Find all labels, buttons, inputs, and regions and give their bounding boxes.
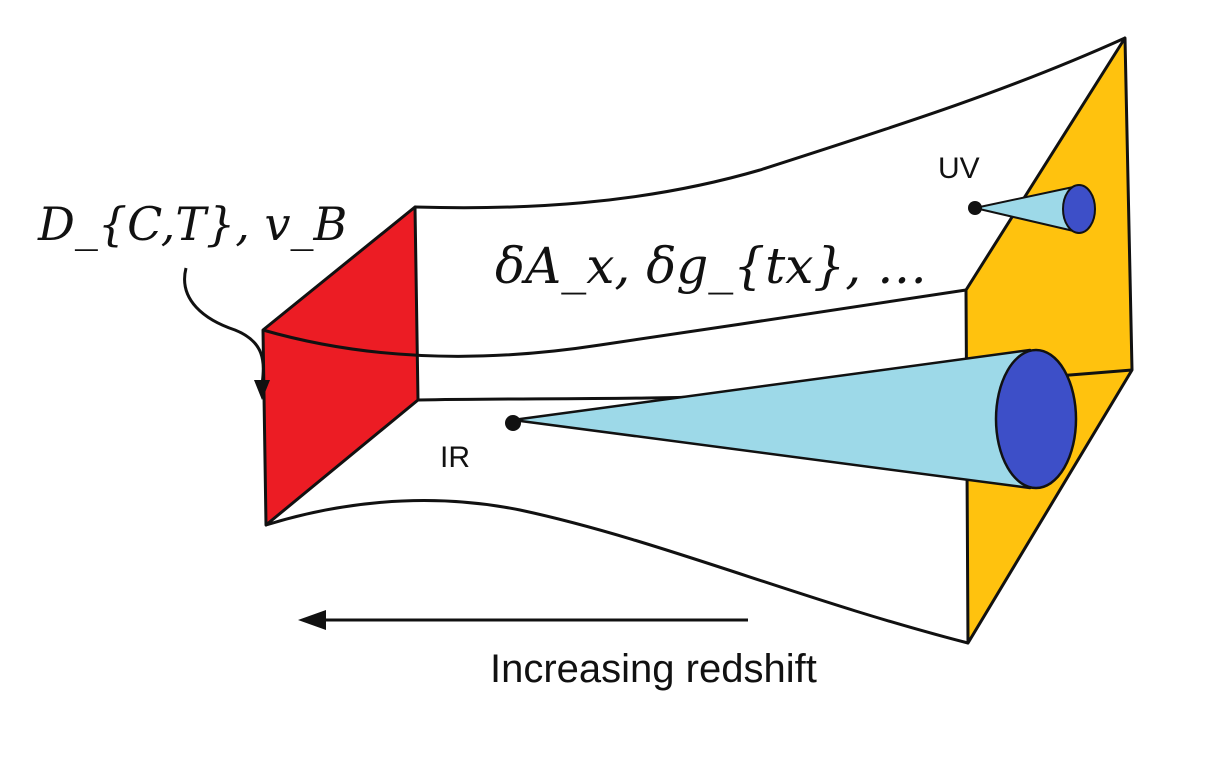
ir-cone [511,348,1032,490]
left-boundary-face [261,205,420,527]
ir-point [505,415,521,431]
ir-label: IR [440,441,470,474]
redshift-arrowhead [298,610,326,630]
boundary-data-label: D_{C,T}, v_B [37,197,347,251]
bulk-perturbation-label: δA_x, δg_{tx}, … [495,237,927,295]
boundary-pointer-arrowhead [254,380,270,400]
top-edge-back [414,36,1126,210]
redshift-arrow-label: Increasing redshift [490,647,817,691]
uv-disk [1062,184,1096,234]
top-edge-front [262,288,967,358]
uv-point [968,201,982,215]
uv-label: UV [938,152,980,185]
bottom-edge-front [265,499,969,645]
ir-disk [994,348,1078,490]
boundary-pointer-arrow [183,267,265,386]
right-boundary-face [964,36,1134,645]
